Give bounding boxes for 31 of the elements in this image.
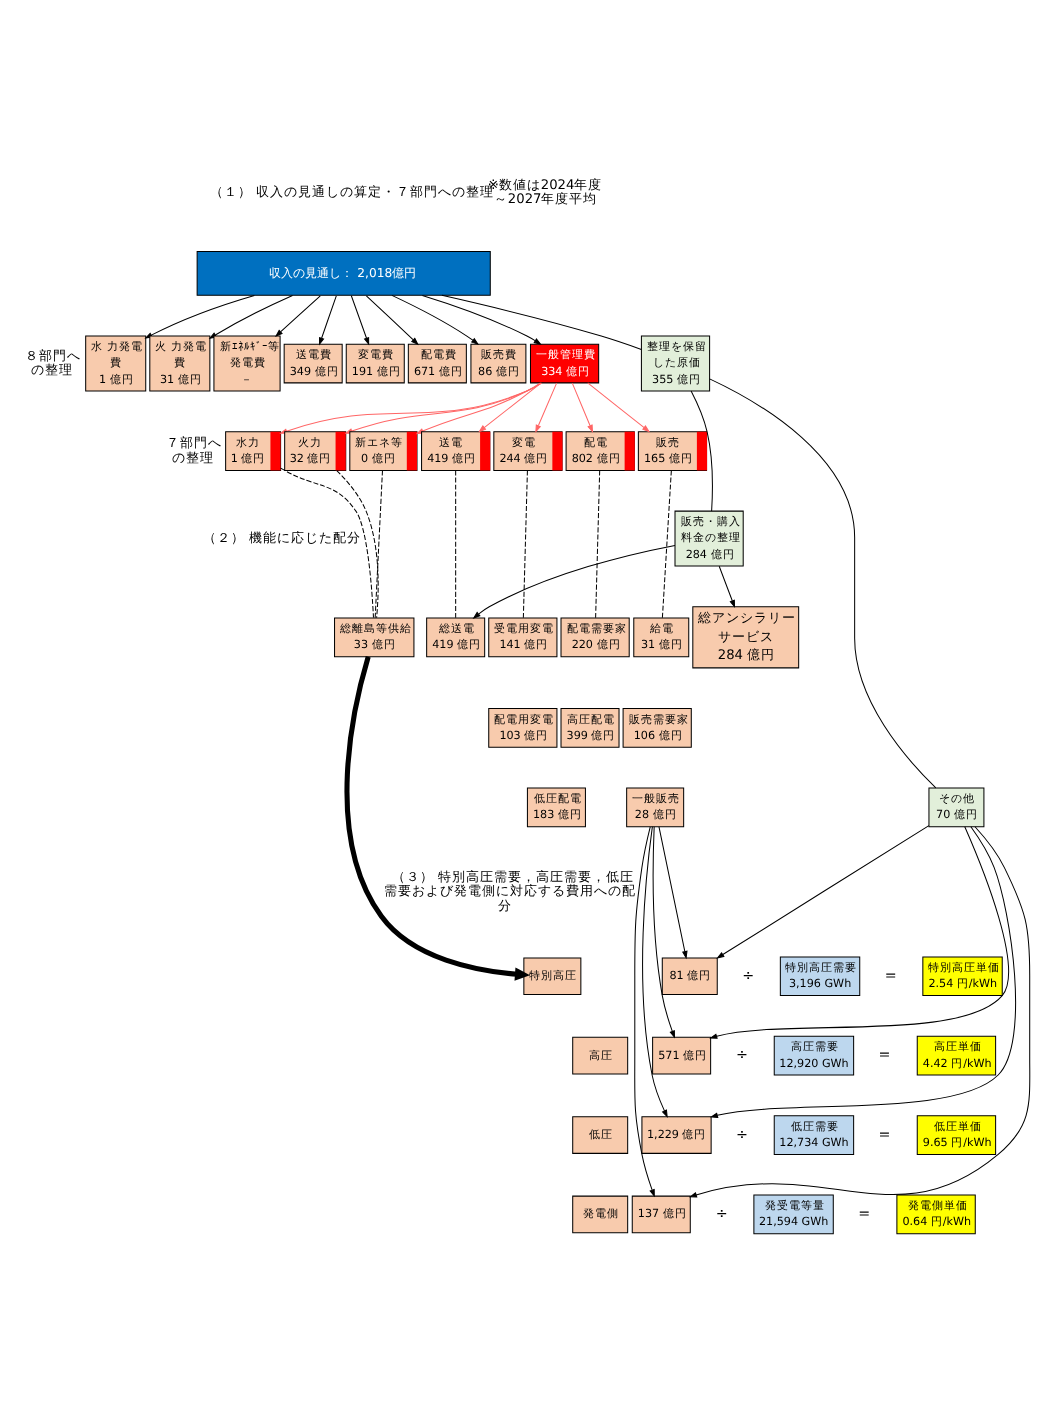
arrow — [641, 826, 667, 1118]
connector — [335, 470, 378, 619]
arrow — [420, 294, 541, 345]
arrow — [708, 826, 1016, 1118]
connector — [440, 294, 641, 350]
connector — [689, 390, 712, 512]
arrow — [586, 382, 650, 433]
arrow — [273, 295, 320, 338]
arrow — [364, 295, 418, 346]
arrow — [715, 825, 929, 959]
arrow — [633, 826, 654, 1198]
connector — [521, 469, 527, 619]
arrow — [477, 382, 541, 433]
connector — [279, 467, 373, 619]
connector — [708, 378, 936, 789]
arrow — [390, 294, 479, 346]
arrow — [651, 826, 674, 1039]
arrow — [343, 656, 529, 981]
connector — [373, 469, 382, 619]
arrow — [471, 544, 675, 619]
arrow — [657, 826, 687, 960]
arrow — [570, 382, 593, 433]
arrow — [708, 826, 1008, 1039]
arrow — [717, 565, 735, 609]
arrow — [687, 826, 1030, 1198]
arrow — [534, 382, 557, 433]
arrow — [349, 295, 369, 346]
connector — [454, 469, 456, 619]
connector — [594, 469, 600, 619]
arrow — [318, 295, 336, 346]
connector — [660, 469, 671, 619]
